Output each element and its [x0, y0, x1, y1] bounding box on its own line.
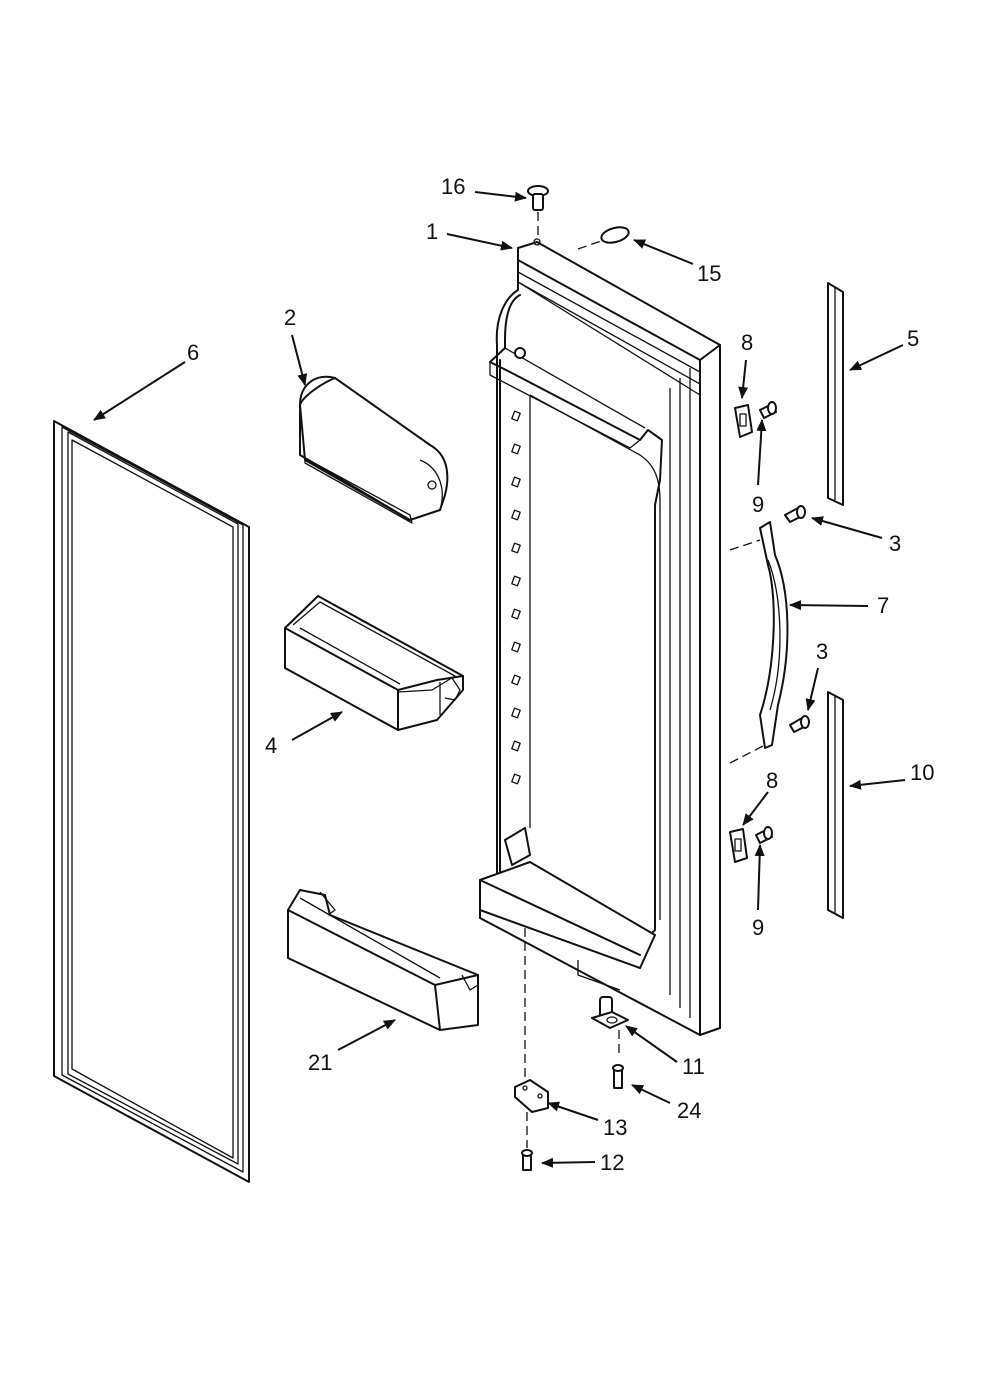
upper-trim [827, 282, 844, 506]
lower-clip-screw [729, 826, 773, 863]
leader-arrows [93, 191, 906, 1168]
callout-21: 21 [308, 1050, 332, 1075]
callout-10: 10 [910, 760, 934, 785]
callout-6: 6 [187, 340, 199, 365]
callout-11: 11 [682, 1054, 705, 1079]
lower-trim [827, 691, 844, 919]
callout-5: 5 [907, 326, 919, 351]
lower-door-bin [287, 889, 479, 1031]
callout-24: 24 [677, 1098, 701, 1123]
callout-9-lower: 9 [752, 915, 764, 940]
callout-labels: 16 1 15 2 6 5 8 9 3 7 3 4 10 8 9 21 11 2… [187, 174, 934, 1175]
callout-4: 4 [265, 733, 277, 758]
callout-3-lower: 3 [816, 639, 828, 664]
lower-hinge [591, 996, 629, 1058]
callout-13: 13 [603, 1115, 627, 1140]
callout-7: 7 [877, 593, 889, 618]
hinge-pin [527, 185, 549, 246]
callout-2: 2 [284, 305, 296, 330]
callout-1: 1 [426, 219, 438, 244]
bracket-screw [521, 1112, 533, 1171]
hinge-screw [612, 1064, 624, 1089]
handle-screw-upper [784, 505, 806, 523]
callout-3-upper: 3 [889, 531, 901, 556]
dairy-compartment [299, 375, 449, 524]
door-bracket [514, 928, 549, 1113]
callout-8-lower: 8 [766, 768, 778, 793]
callout-16: 16 [441, 174, 465, 199]
callout-15: 15 [697, 261, 721, 286]
shelf-adjust-holes [511, 410, 521, 785]
door-bin [284, 595, 464, 731]
callout-12: 12 [600, 1150, 624, 1175]
door-handle [729, 521, 789, 764]
callout-9-upper: 9 [752, 492, 764, 517]
upper-clip-screw [734, 401, 777, 438]
handle-screw-lower [789, 715, 810, 733]
callout-8-upper: 8 [741, 330, 753, 355]
hinge-plug [577, 226, 630, 250]
door-liner [479, 241, 721, 1036]
door-gasket [53, 420, 250, 1183]
